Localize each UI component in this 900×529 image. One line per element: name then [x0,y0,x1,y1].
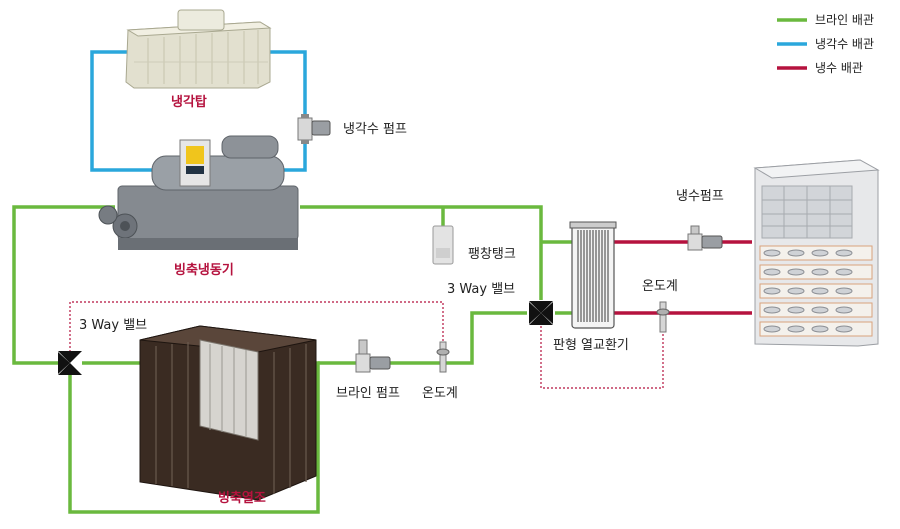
cooling-water-pump [297,114,331,144]
fan-coil-unit [763,268,781,276]
fan-coil-unit [835,325,853,333]
fan-coil-unit [835,249,853,257]
fan-coil-unit [763,287,781,295]
building [753,159,880,347]
fan-coil-unit [835,287,853,295]
fan-coil-unit [763,325,781,333]
control-signal-lines [69,301,664,389]
legend-label-brine: 브라인 배관 [815,13,874,27]
chilled-water-pump [687,225,723,251]
ice-storage-tank [139,325,317,501]
plate-heat-exchanger [569,221,617,329]
three-way-valve-right-label: 3 Way 밸브 [447,282,515,297]
chilled-water-pipes [614,240,752,315]
fan-coil-unit [811,249,829,257]
fan-coil-unit [835,268,853,276]
cooling-water-pump-label: 냉각수 펌프 [343,122,407,137]
expansion-tank [432,225,454,265]
fan-coil-unit [763,249,781,257]
thermometer-bottom-label: 온도계 [422,386,458,401]
legend: 브라인 배관 냉각수 배관 냉수 배관 [777,13,874,75]
cooling-tower [125,9,272,89]
fan-coil-unit [811,325,829,333]
fan-coil-unit [811,268,829,276]
three-way-valve-left-label: 3 Way 밸브 [79,318,147,333]
legend-label-chilled-water: 냉수 배관 [815,61,863,75]
fan-coil-unit [763,306,781,314]
three-way-valve-right-icon [529,301,553,325]
fan-coil-unit [787,268,805,276]
fan-coil-unit [835,306,853,314]
chilled-water-pump-label: 냉수펌프 [676,189,724,204]
expansion-tank-label: 팽창탱크 [468,247,516,262]
fan-coil-unit [787,306,805,314]
brine-pump-label: 브라인 펌프 [336,386,400,401]
ice-storage-tank-label: 빙축열조 [218,490,266,506]
cooling-tower-label: 냉각탑 [171,95,207,110]
three-way-valve-left-icon [58,351,82,375]
fan-coil-unit [787,249,805,257]
thermometer-right-label: 온도계 [642,279,678,294]
ice-chiller-label: 빙축냉동기 [174,262,234,278]
fan-coil-unit [811,287,829,295]
ice-chiller [98,135,299,250]
brine-pump [355,339,391,373]
thermometer-right-icon [656,301,670,333]
thermometer-bottom-icon [436,341,450,373]
fan-coil-unit [811,306,829,314]
fan-coil-unit [787,287,805,295]
plate-heat-exchanger-label: 판형 열교환기 [553,338,629,353]
fan-coil-unit [787,325,805,333]
legend-label-cooling-water: 냉각수 배관 [815,37,874,51]
